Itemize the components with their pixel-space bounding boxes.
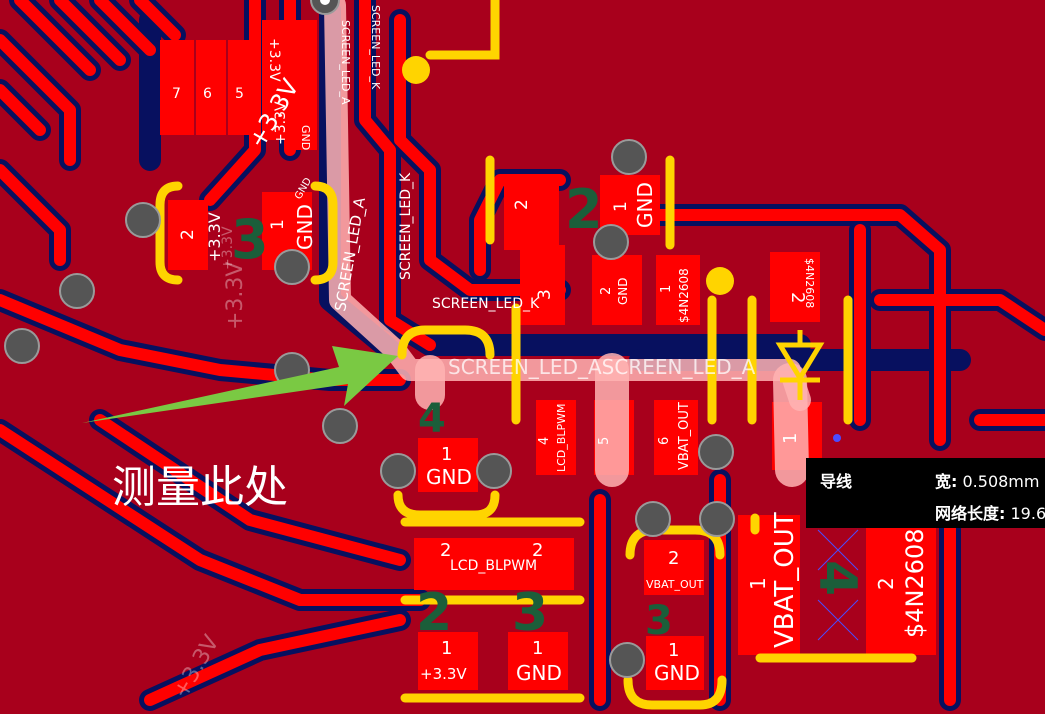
refdes-2: 2 (565, 178, 603, 241)
pad-number: 1 (268, 219, 288, 230)
net-label: SCREEN_LED_A (339, 20, 352, 105)
pad-number: 6 (657, 437, 672, 445)
net-label-highlight: SCREEN_LED_ASCREEN_LED_A (448, 355, 756, 379)
pad-number: 2 (668, 548, 679, 569)
pad-net: LCD_BLPWM (555, 404, 568, 472)
pad-net: $4N2608 (803, 258, 816, 308)
pad-number: 5 (597, 437, 612, 445)
refdes-2b: 2 (416, 583, 452, 643)
pad-net: GND (426, 465, 472, 489)
pad-number: 2 (178, 229, 198, 240)
refdes-3: 3 (231, 208, 269, 271)
tooltip-length-value: 19.6 (1010, 504, 1045, 523)
pad-net: GND (293, 204, 317, 250)
pad-net: VBAT_OUT (677, 402, 692, 470)
pad-number: 1 (441, 444, 452, 465)
net-label: GND (299, 125, 312, 150)
tooltip-length-key: 网络长度: (935, 504, 1006, 523)
pad-net: GND (616, 277, 630, 305)
pin-label: 7 (172, 86, 181, 102)
vias[interactable] (4, 0, 841, 678)
crosshatch-marker (817, 529, 859, 641)
pad-number: 1 (441, 638, 452, 659)
pad-number: 4 (537, 437, 552, 445)
lower-silk: 1 GND 2 2 LCD_BLPWM 2 VBAT_OUT 1 VBAT_OU… (420, 444, 929, 685)
pad-net: VBAT_OUT (770, 512, 800, 648)
annotation-arrow (82, 346, 398, 423)
pad-number: 1 (532, 638, 543, 659)
trace-tooltip: 导线 宽: 0.508mm 网络长度: 19.6 (806, 458, 1045, 528)
tooltip-width: 宽: 0.508mm (935, 468, 1039, 492)
net-label: SCREEN_LED_K (369, 5, 382, 90)
net-label: SCREEN_LED_K (398, 172, 414, 280)
ic-silk: 2 3 1 GND 2 GND 1 $4N2608 2 $4N2608 4 LC… (512, 182, 816, 472)
svg-text:+3.3V: +3.3V (220, 226, 236, 270)
refdes-3c: 3 (645, 598, 673, 644)
pad-net: GND (516, 661, 562, 685)
connector-silk: 7 6 5 +3.3V +3.3V GND SCREEN_LED_K SCREE… (172, 5, 382, 150)
pin-label: 6 (203, 86, 212, 102)
silkscreen-dot (402, 56, 430, 84)
tooltip-width-value: 0.508mm (962, 472, 1040, 491)
tooltip-net-length: 网络长度: 19.6 (935, 500, 1045, 524)
svg-text:+3.3V: +3.3V (223, 262, 248, 330)
pad-number: 1 (780, 433, 801, 444)
pad-net: GND (654, 661, 700, 685)
pad-net: VBAT_OUT (646, 578, 704, 591)
pad-number: 1 (746, 577, 770, 590)
pad-number: 1 (659, 285, 674, 293)
pad-number: 2 (787, 292, 808, 303)
pad-net: $4N2608 (901, 528, 929, 638)
silkscreen-dot (706, 267, 734, 295)
connector-pads[interactable] (160, 20, 317, 150)
refdes-l4: 4 (807, 560, 867, 596)
highlighted-trace[interactable] (324, 0, 811, 487)
pad-number: 2 (532, 540, 543, 561)
annotation-text: 测量此处 (112, 462, 288, 513)
pad-net: +3.3V (205, 212, 224, 262)
tooltip-object-name: 导线 (820, 472, 853, 491)
pad-number: 2 (512, 199, 532, 210)
refdes-3b: 3 (512, 583, 548, 643)
pad-number: 2 (874, 577, 898, 590)
net-label: SCREEN_LED_K (432, 296, 540, 312)
pad-number: 1 (668, 640, 679, 661)
pad-number: 2 (599, 287, 614, 295)
net-label: +3.3V (266, 38, 282, 82)
pad-net: $4N2608 (677, 268, 691, 323)
reference-designators: 3 2 4 2 3 3 4 (231, 178, 867, 644)
net-label: +3.3V (273, 101, 289, 145)
tooltip-width-key: 宽: (935, 472, 958, 491)
silkscreen-outlines (155, 0, 917, 710)
pad-number: 1 (611, 201, 631, 212)
pad-net: LCD_BLPWM (450, 558, 537, 574)
pad-net: GND (633, 182, 657, 228)
pad-net: +3.3V (420, 665, 467, 683)
diode-symbol (775, 330, 825, 400)
pad-number: 3 (535, 289, 555, 300)
pad-number: 2 (440, 540, 451, 561)
refdes-4: 4 (418, 396, 446, 442)
pin-label: 5 (235, 86, 244, 102)
